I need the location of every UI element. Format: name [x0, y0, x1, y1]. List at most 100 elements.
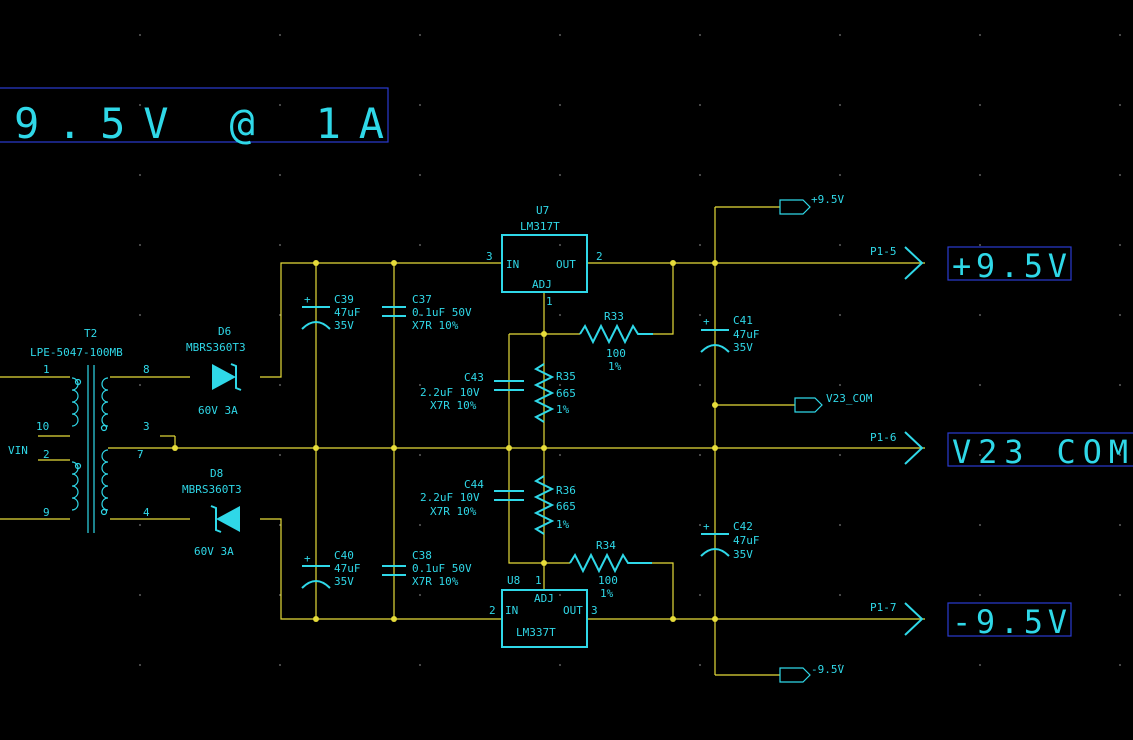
svg-text:0.1uF 50V: 0.1uF 50V [412, 562, 472, 575]
svg-text:R35: R35 [556, 370, 576, 383]
svg-text:3: 3 [486, 250, 493, 263]
svg-text:U7: U7 [536, 204, 549, 217]
capacitor-c38: C38 0.1uF 50V X7R 10% [382, 549, 472, 588]
svg-text:1%: 1% [556, 403, 570, 416]
output-label-neg: -9.5V [947, 602, 1072, 641]
svg-text:U8: U8 [507, 574, 520, 587]
svg-text:3: 3 [591, 604, 598, 617]
svg-text:C39: C39 [334, 293, 354, 306]
svg-text:0.1uF 50V: 0.1uF 50V [412, 306, 472, 319]
svg-text:OUT: OUT [556, 258, 576, 271]
svg-text:VIN: VIN [8, 444, 28, 457]
svg-text:35V: 35V [334, 319, 354, 332]
svg-text:MBRS360T3: MBRS360T3 [186, 341, 246, 354]
svg-text:P1-5: P1-5 [870, 245, 897, 258]
net-flag-pos: +9.5V [779, 193, 844, 215]
svg-text:+9.5V: +9.5V [811, 193, 844, 206]
svg-text:35V: 35V [733, 341, 753, 354]
svg-text:D6: D6 [218, 325, 231, 338]
svg-text:60V 3A: 60V 3A [194, 545, 234, 558]
svg-text:9: 9 [43, 506, 50, 519]
diode-d8: D8 MBRS360T3 60V 3A [182, 467, 242, 558]
svg-text:+: + [304, 293, 311, 306]
svg-text:P1-7: P1-7 [870, 601, 897, 614]
svg-text:P1-6: P1-6 [870, 431, 897, 444]
svg-text:1%: 1% [608, 360, 622, 373]
svg-text:C43: C43 [464, 371, 484, 384]
svg-text:100: 100 [598, 574, 618, 587]
svg-text:4: 4 [143, 506, 150, 519]
banner-frame [0, 87, 389, 143]
svg-text:LPE-5047-100MB: LPE-5047-100MB [30, 346, 123, 359]
capacitor-c43: C43 2.2uF 10V X7R 10% [420, 371, 524, 412]
svg-text:1: 1 [535, 574, 542, 587]
svg-text:OUT: OUT [563, 604, 583, 617]
diode-d6: D6 MBRS360T3 60V 3A [186, 325, 246, 417]
svg-text:ADJ: ADJ [534, 592, 554, 605]
transformer-t2: T2 LPE-5047-100MB 1 10 2 9 8 3 7 4 VIN [8, 327, 150, 533]
svg-text:2: 2 [489, 604, 496, 617]
svg-text:10: 10 [36, 420, 49, 433]
svg-text:1: 1 [43, 363, 50, 376]
svg-text:LM317T: LM317T [520, 220, 560, 233]
svg-text:47uF: 47uF [334, 562, 361, 575]
svg-text:2.2uF 10V: 2.2uF 10V [420, 491, 480, 504]
capacitor-c42: + C42 47uF 35V [700, 520, 760, 561]
svg-text:1: 1 [546, 295, 553, 308]
capacitor-c41: + C41 47uF 35V [700, 314, 760, 354]
junction-dots [172, 260, 718, 622]
resistor-r34: R34 100 1% [569, 539, 652, 600]
svg-text:8: 8 [143, 363, 150, 376]
svg-text:C38: C38 [412, 549, 432, 562]
svg-text:IN: IN [506, 258, 519, 271]
regulator-u7: U7 LM317T IN OUT ADJ 3 2 1 [486, 204, 603, 308]
svg-text:D8: D8 [210, 467, 223, 480]
connector-p1-7: P1-7 [870, 601, 924, 636]
output-label-com: V23 COM [947, 432, 1133, 471]
svg-text:R33: R33 [604, 310, 624, 323]
svg-text:LM337T: LM337T [516, 626, 556, 639]
capacitor-c44: C44 2.2uF 10V X7R 10% [420, 478, 524, 518]
svg-text:V23_COM: V23_COM [826, 392, 873, 405]
svg-text:ADJ: ADJ [532, 278, 552, 291]
svg-text:2.2uF 10V: 2.2uF 10V [420, 386, 480, 399]
net-flag-neg: -9.5V [779, 663, 844, 683]
capacitor-c39: + C39 47uF 35V [301, 293, 361, 332]
resistor-r33: R33 100 1% [579, 310, 653, 373]
svg-text:665: 665 [556, 387, 576, 400]
output-label-pos: +9.5V [947, 246, 1072, 285]
svg-text:X7R 10%: X7R 10% [430, 399, 477, 412]
svg-text:1%: 1% [556, 518, 570, 531]
svg-text:T2: T2 [84, 327, 97, 340]
svg-text:-9.5V: -9.5V [811, 663, 844, 676]
net-flag-com: V23_COM [794, 392, 873, 413]
svg-text:V23 COM: V23 COM [952, 433, 1128, 471]
svg-text:R34: R34 [596, 539, 616, 552]
regulator-u8: ADJ IN OUT LM337T U8 2 3 1 [489, 574, 598, 648]
connector-p1-6: P1-6 [870, 431, 924, 465]
svg-text:35V: 35V [334, 575, 354, 588]
grid-dots [139, 34, 1121, 666]
svg-text:+: + [703, 315, 710, 328]
svg-text:C41: C41 [733, 314, 753, 327]
svg-text:C44: C44 [464, 478, 484, 491]
capacitor-c40: + C40 47uF 35V [301, 549, 361, 589]
svg-text:IN: IN [505, 604, 518, 617]
svg-text:R36: R36 [556, 484, 576, 497]
svg-text:+: + [304, 552, 311, 565]
svg-text:MBRS360T3: MBRS360T3 [182, 483, 242, 496]
svg-text:+9.5V: +9.5V [952, 247, 1067, 285]
svg-text:2: 2 [43, 448, 50, 461]
svg-text:2: 2 [596, 250, 603, 263]
svg-text:665: 665 [556, 500, 576, 513]
svg-text:C40: C40 [334, 549, 354, 562]
svg-text:47uF: 47uF [334, 306, 361, 319]
connector-p1-5: P1-5 [870, 245, 924, 280]
svg-text:47uF: 47uF [733, 328, 760, 341]
svg-text:3: 3 [143, 420, 150, 433]
svg-text:+: + [703, 520, 710, 533]
capacitor-c37: C37 0.1uF 50V X7R 10% [382, 293, 472, 332]
resistor-r36: R36 665 1% [533, 475, 576, 535]
